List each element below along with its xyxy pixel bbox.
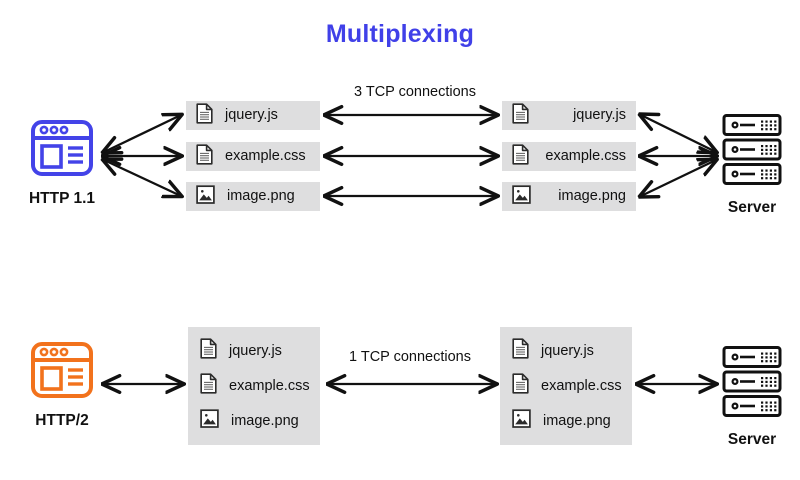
file-name-label: jquery.js — [229, 342, 282, 359]
file-name-label: image.png — [543, 412, 611, 429]
http1-client-endpoint: HTTP 1.1 — [14, 118, 110, 208]
http1-server-file-chip-1: example.css — [502, 142, 636, 171]
http2-client-file-row-1: example.css — [200, 373, 310, 399]
file-name-label: example.css — [541, 377, 622, 394]
http2-client-file-row-2: image.png — [200, 408, 299, 434]
page-title: Multiplexing — [325, 20, 475, 48]
document-file-icon — [196, 143, 213, 170]
document-file-icon — [512, 338, 529, 364]
document-file-icon — [512, 373, 529, 399]
http1-server-label: Server — [727, 199, 777, 216]
file-name-label: example.css — [225, 148, 306, 165]
http2-server-file-panel: jquery.js example.css — [500, 327, 632, 445]
file-name-label: image.png — [231, 412, 299, 429]
http2-server-label: Server — [727, 431, 777, 448]
http2-server-endpoint: Server — [704, 345, 800, 449]
image-file-icon — [196, 184, 215, 210]
document-file-icon — [200, 373, 217, 399]
http2-client-file-panel: jquery.js example.css — [188, 327, 320, 445]
file-name-label: jquery.js — [225, 107, 278, 124]
file-name-label: example.css — [229, 377, 310, 394]
http1-server-endpoint: Server — [704, 113, 800, 217]
http1-client-file-chip-2: image.png — [186, 182, 320, 211]
http1-client-file-chip-1: example.css — [186, 142, 320, 171]
file-name-label: jquery.js — [541, 342, 594, 359]
image-file-icon — [512, 184, 531, 210]
http2-server-file-row-0: jquery.js — [512, 338, 594, 364]
document-file-icon — [512, 143, 529, 170]
http1-connection-label: 3 TCP connections — [354, 84, 476, 100]
browser-window-icon — [29, 340, 95, 405]
http1-client-link-2 — [104, 160, 181, 196]
server-rack-icon — [721, 345, 783, 424]
http1-protocol-label: HTTP 1.1 — [28, 190, 96, 207]
image-file-icon — [200, 408, 219, 434]
file-name-label: image.png — [558, 188, 626, 205]
image-file-icon — [512, 408, 531, 434]
file-name-label: image.png — [227, 188, 295, 205]
http2-server-file-row-1: example.css — [512, 373, 622, 399]
file-name-label: example.css — [545, 148, 626, 165]
http2-protocol-label: HTTP/2 — [35, 412, 89, 429]
server-rack-icon — [721, 113, 783, 192]
file-name-label: jquery.js — [573, 107, 626, 124]
document-file-icon — [196, 102, 213, 129]
http1-client-link-0 — [104, 115, 181, 152]
http1-client-file-chip-0: jquery.js — [186, 101, 320, 130]
document-file-icon — [200, 338, 217, 364]
browser-window-icon — [29, 118, 95, 183]
http2-client-file-row-0: jquery.js — [200, 338, 282, 364]
http2-client-endpoint: HTTP/2 — [14, 340, 110, 430]
http2-server-file-row-2: image.png — [512, 408, 611, 434]
http1-server-file-chip-0: jquery.js — [502, 101, 636, 130]
http2-connection-label: 1 TCP connections — [349, 349, 471, 365]
http1-server-file-chip-2: image.png — [502, 182, 636, 211]
document-file-icon — [512, 102, 529, 129]
